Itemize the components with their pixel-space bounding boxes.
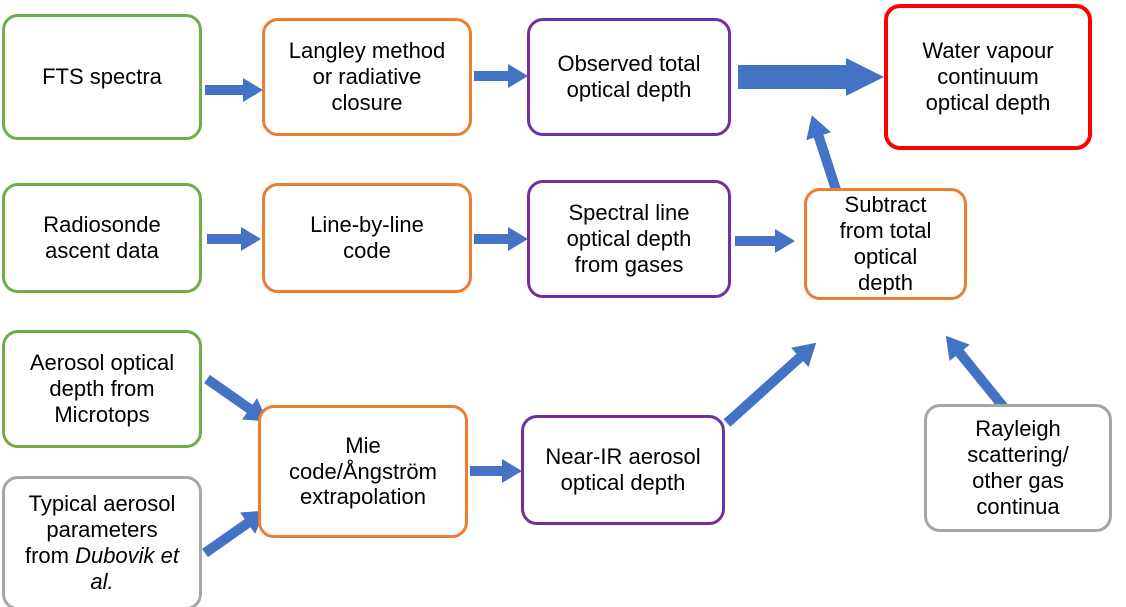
node-fts-spectra[interactable]: FTS spectra [2, 14, 202, 140]
node-line-by-line-code[interactable]: Line-by-line code [262, 183, 472, 293]
node-water-vapour-continuum[interactable]: Water vapour continuum optical depth [884, 4, 1092, 150]
node-label: Mie code/Ångström extrapolation [289, 432, 437, 510]
node-aerosol-optical-depth-microtops[interactable]: Aerosol optical depth from Microtops [2, 330, 202, 448]
node-radiosonde-ascent-data[interactable]: Radiosonde ascent data [2, 183, 202, 293]
node-rayleigh-scattering[interactable]: Rayleigh scattering/ other gas continua [924, 404, 1112, 532]
node-observed-total-optical-depth[interactable]: Observed total optical depth [527, 18, 731, 136]
node-label: Langley method or radiative closure [288, 38, 446, 115]
arrow-rayleigh-to-subtract [934, 326, 1020, 423]
arrow-subtract-to-water-vapour [799, 109, 852, 203]
arrow-fts-to-langley [205, 78, 265, 102]
node-label: Spectral line optical depth from gases [566, 200, 692, 277]
node-label: Rayleigh scattering/ other gas continua [967, 416, 1069, 519]
node-subtract-from-total[interactable]: Subtract from total optical depth [804, 188, 967, 300]
arrow-typical-aerosol-to-mie [198, 499, 275, 564]
node-spectral-line-optical-depth[interactable]: Spectral line optical depth from gases [527, 180, 731, 298]
node-near-ir-aerosol-optical-depth[interactable]: Near-IR aerosol optical depth [521, 415, 725, 525]
node-label: Typical aerosol parameters from Dubovik … [24, 491, 180, 594]
arrow-near-ir-to-subtract [718, 332, 826, 433]
arrow-spectral-line-to-subtract [735, 229, 797, 253]
node-typical-aerosol-parameters[interactable]: Typical aerosol parameters from Dubovik … [2, 476, 202, 607]
node-label: Near-IR aerosol optical depth [545, 444, 701, 495]
node-mie-code-angstrom[interactable]: Mie code/Ångström extrapolation [258, 405, 468, 538]
arrow-radiosonde-to-lbl [207, 227, 263, 251]
arrow-observed-to-water-vapour [738, 58, 886, 96]
node-label: Subtract from total optical depth [839, 192, 932, 295]
node-label: Line-by-line code [310, 212, 424, 263]
node-label: Aerosol optical depth from Microtops [29, 350, 175, 427]
node-label: Observed total optical depth [557, 51, 701, 102]
arrow-microtops-to-mie [200, 368, 277, 433]
node-label: FTS spectra [42, 64, 162, 90]
node-langley-method[interactable]: Langley method or radiative closure [262, 18, 472, 136]
arrow-lbl-to-spectral-line [474, 227, 530, 251]
node-label: Water vapour continuum optical depth [922, 38, 1054, 115]
arrow-mie-to-near-ir [470, 459, 524, 483]
node-label: Radiosonde ascent data [43, 212, 161, 263]
arrow-langley-to-observed [474, 64, 530, 88]
